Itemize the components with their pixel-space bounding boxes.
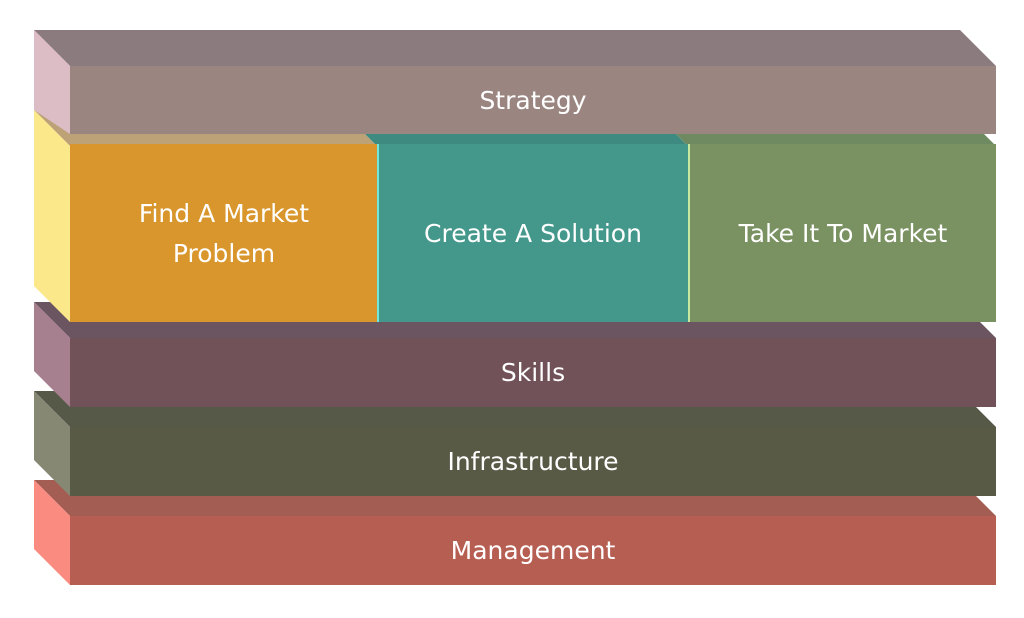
find-problem-label-line1: Find A Market [139,199,309,228]
find-problem-side-face [34,110,70,322]
skills-side-face [34,302,70,407]
management-label: Management [451,536,616,565]
infrastructure-side-face [34,391,70,496]
infrastructure-label: Infrastructure [447,447,618,476]
create-solution-front-face [377,144,688,322]
take-to-market-front-face [688,144,996,322]
create-solution-label: Create A Solution [424,219,642,248]
strategy-side-face [34,30,70,134]
strategy-top-face [34,30,996,66]
infrastructure-front-face [70,427,996,496]
layer-infrastructure: Infrastructure [34,391,996,496]
skills-label: Skills [501,358,565,387]
layer-strategy: Strategy [34,30,996,134]
strategy-front-face [70,66,996,134]
find-problem-front-face [70,144,377,322]
take-to-market-label: Take It To Market [738,219,948,248]
layer-process-row: Find A Market Problem Create A Solution … [34,110,996,322]
management-side-face [34,480,70,585]
find-problem-label-line2: Problem [173,239,275,268]
management-front-face [70,516,996,585]
skills-front-face [70,338,996,407]
strategy-label: Strategy [479,86,586,115]
